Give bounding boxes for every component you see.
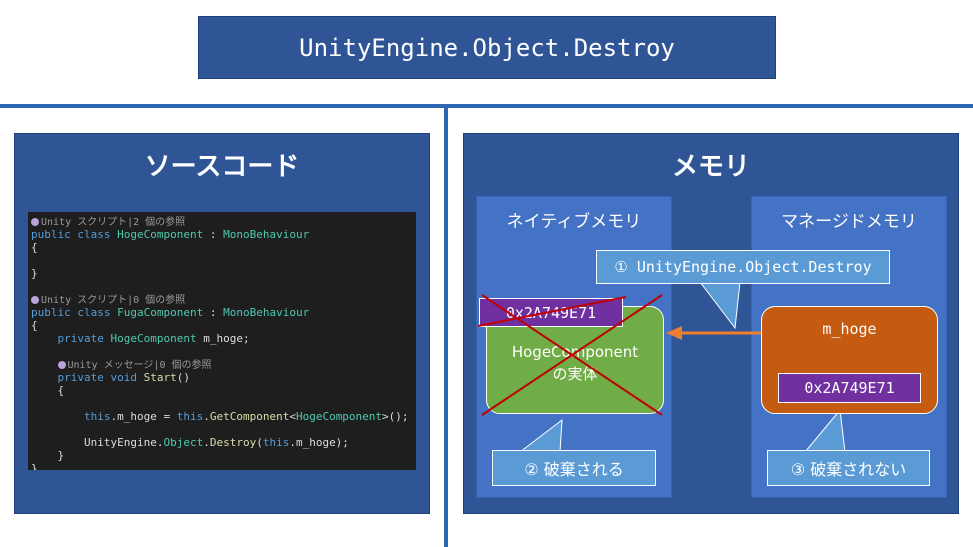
code-line: } (31, 462, 38, 470)
native-memory-title: ネイティブメモリ (506, 212, 642, 232)
code-line: private HogeComponent m_hoge; (57, 332, 250, 345)
code-editor: Unity スクリプト|2 個の参照 public class HogeComp… (28, 212, 416, 470)
source-code-title: ソースコード (144, 152, 300, 182)
unity-icon (31, 296, 39, 304)
native-destroyed-callout: ② 破棄される (492, 450, 656, 486)
code-line: } (31, 267, 38, 280)
horizontal-divider (0, 104, 973, 108)
code-hint-line: Unity メッセージ|0 個の参照 (31, 358, 413, 371)
code-line: { (57, 384, 65, 397)
managed-var-name: m_hoge (822, 320, 877, 338)
code-line: public class HogeComponent : MonoBehavio… (31, 228, 310, 241)
managed-not-destroyed-callout: ③ 破棄されない (767, 450, 930, 486)
code-line: { (31, 319, 38, 332)
code-line: UnityEngine.Object.Destroy(this.m_hoge); (83, 436, 349, 449)
code-line: public class FugaComponent : MonoBehavio… (31, 306, 310, 319)
code-hint-line: Unity スクリプト|0 個の参照 (31, 293, 413, 306)
destroy-callout: ① UnityEngine.Object.Destroy (596, 250, 890, 284)
unity-icon (31, 218, 39, 226)
unity-icon (57, 361, 66, 369)
code-line: this.m_hoge = this.GetComponent<HogeComp… (83, 410, 409, 423)
vertical-divider (444, 108, 448, 547)
code-line: } (57, 449, 65, 462)
code-line: { (31, 241, 38, 254)
managed-memory-title: マネージドメモリ (781, 212, 917, 232)
title-banner: UnityEngine.Object.Destroy (198, 16, 776, 79)
entity-label-line2: の実体 (552, 365, 598, 383)
code-hint-line: Unity スクリプト|2 個の参照 (31, 215, 413, 228)
memory-title: メモリ (671, 152, 750, 182)
code-line: private void Start() (57, 371, 190, 384)
managed-address: 0x2A749E71 (778, 373, 921, 403)
